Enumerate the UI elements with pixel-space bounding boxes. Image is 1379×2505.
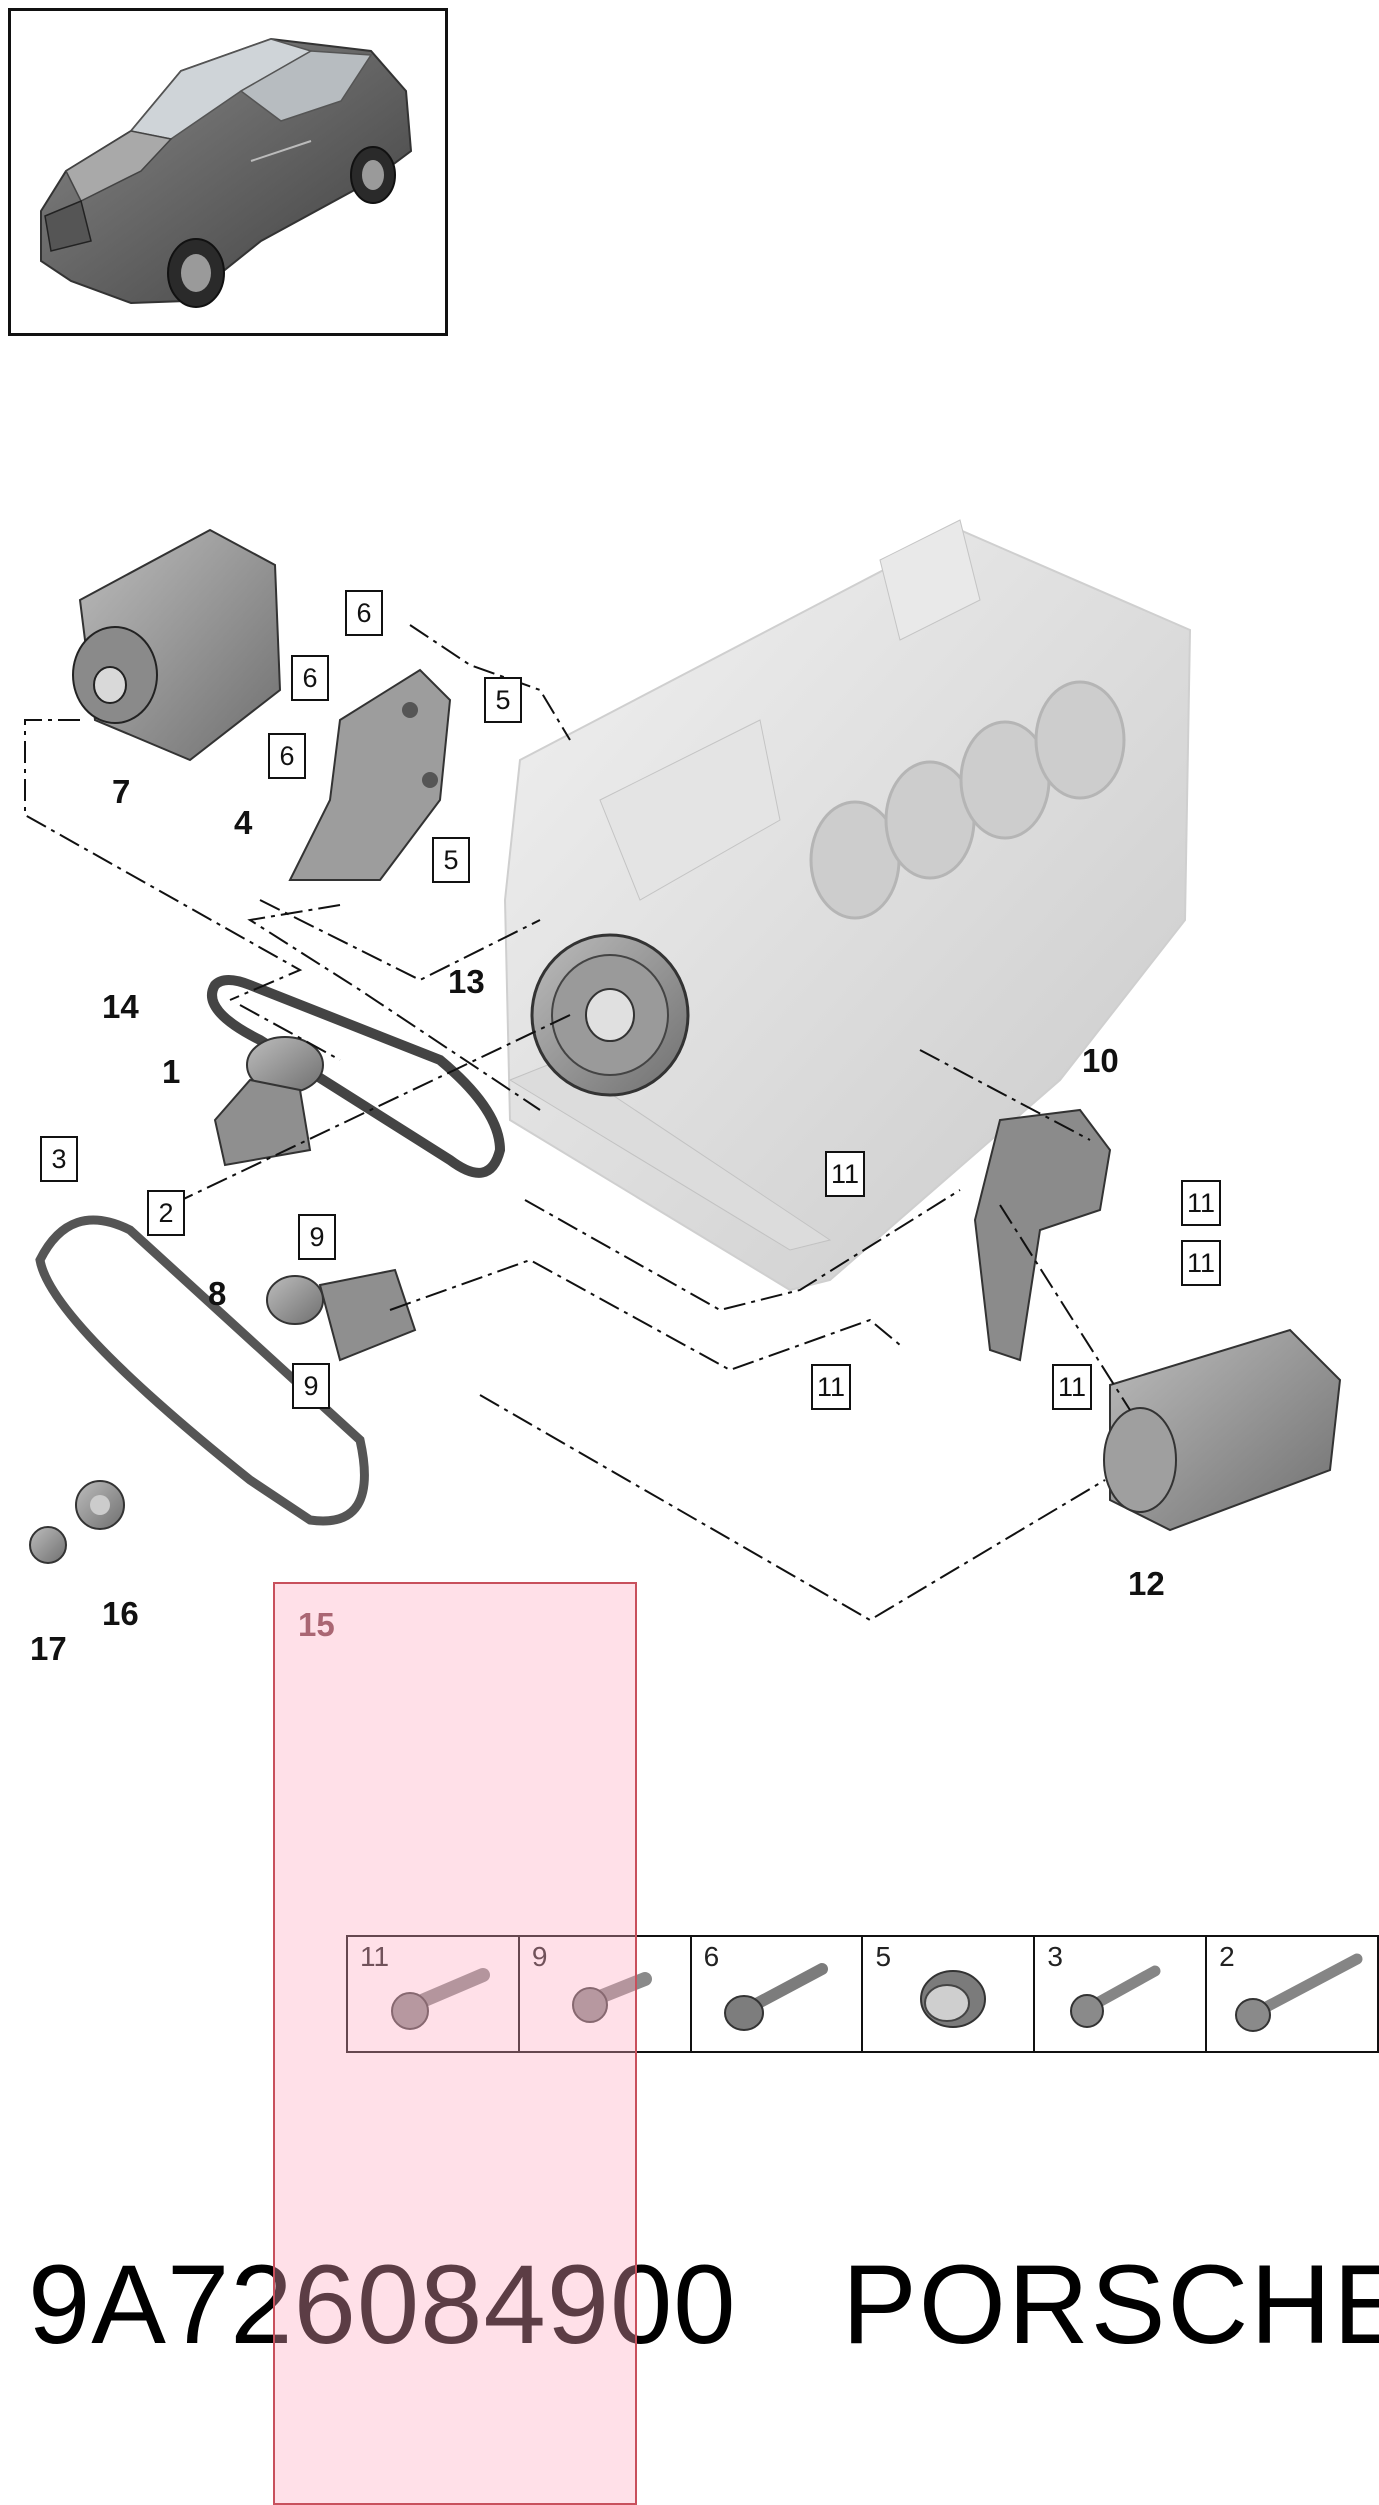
callout-box-6: 6	[345, 590, 383, 636]
idler-cap	[29, 1526, 67, 1564]
hex-bolt-short-icon	[571, 1972, 652, 2023]
alternator	[72, 528, 282, 762]
hardware-item-number: 9	[531, 1941, 548, 1972]
callout-number-15: 15	[298, 1606, 335, 1643]
torx-bolt-icon	[1070, 1965, 1161, 2028]
idler-pulley	[75, 1480, 125, 1530]
hardware-cell-2: 2	[1207, 1937, 1377, 2051]
callout-box-11: 11	[1181, 1240, 1222, 1286]
callout-number-10: 10	[1082, 1042, 1119, 1079]
flange-bolt-icon	[723, 1963, 828, 2031]
hardware-item-number: 11	[360, 1941, 390, 1972]
hardware-table: 11 9 6 5 3 2	[346, 1935, 1379, 2053]
callout-box-5: 5	[432, 837, 470, 883]
drive-belt-main	[207, 975, 506, 1178]
callout-box-9: 9	[292, 1363, 330, 1409]
part-number-text: 9A726084900	[28, 2242, 737, 2367]
callout-number-14: 14	[102, 988, 139, 1025]
crankshaft-pulley	[530, 933, 690, 1097]
callout-number-8: 8	[208, 1275, 227, 1312]
callout-box-11: 11	[1052, 1364, 1093, 1410]
hardware-item-number: 2	[1219, 1941, 1235, 1972]
assembly-leader-lines	[24, 624, 1131, 1622]
callout-box-6: 6	[291, 655, 329, 701]
engine-block	[503, 519, 1192, 1292]
hardware-item-number: 5	[875, 1941, 892, 1972]
callout-number-1: 1	[162, 1053, 181, 1090]
callout-box-2: 2	[147, 1190, 185, 1236]
hardware-cell-5: 5	[863, 1937, 1036, 2051]
hardware-cell-6: 6	[692, 1937, 864, 2051]
callout-box-6: 6	[268, 733, 306, 779]
hardware-cell-9: 9	[520, 1937, 692, 2051]
drive-belt-ac	[35, 1215, 369, 1526]
hardware-cell-11: 11	[348, 1937, 520, 2051]
callout-number-4: 4	[234, 804, 253, 841]
brand-text: PORSCHE	[842, 2242, 1379, 2367]
suv-thumbnail-image	[40, 37, 413, 308]
vehicle-thumbnail-frame	[8, 8, 448, 336]
callout-box-3: 3	[40, 1136, 78, 1182]
compressor-bracket	[973, 1108, 1112, 1362]
callout-number-12: 12	[1128, 1565, 1165, 1602]
belt-tensioner-ac	[266, 1268, 417, 1362]
hardware-item-number: 3	[1047, 1941, 1063, 1972]
callout-box-11: 11	[811, 1364, 852, 1410]
callout-box-11: 11	[1181, 1180, 1222, 1226]
callout-number-16: 16	[102, 1595, 139, 1632]
callout-box-5: 5	[484, 677, 522, 723]
callout-box-11: 11	[825, 1151, 866, 1197]
bushing-sleeve-icon	[920, 1970, 987, 2028]
belt-tensioner	[213, 1036, 324, 1167]
callout-box-9: 9	[298, 1214, 336, 1260]
ac-compressor	[1103, 1328, 1342, 1532]
callout-number-7: 7	[112, 773, 131, 810]
hardware-cell-3: 3	[1035, 1937, 1208, 2051]
callout-number-13: 13	[448, 963, 485, 1000]
hardware-item-number: 6	[703, 1941, 720, 1972]
alternator-bracket	[288, 668, 452, 881]
callout-number-17: 17	[30, 1630, 67, 1667]
long-bolt-icon	[1235, 1953, 1363, 2032]
hex-bolt-short-icon	[391, 1968, 490, 2030]
